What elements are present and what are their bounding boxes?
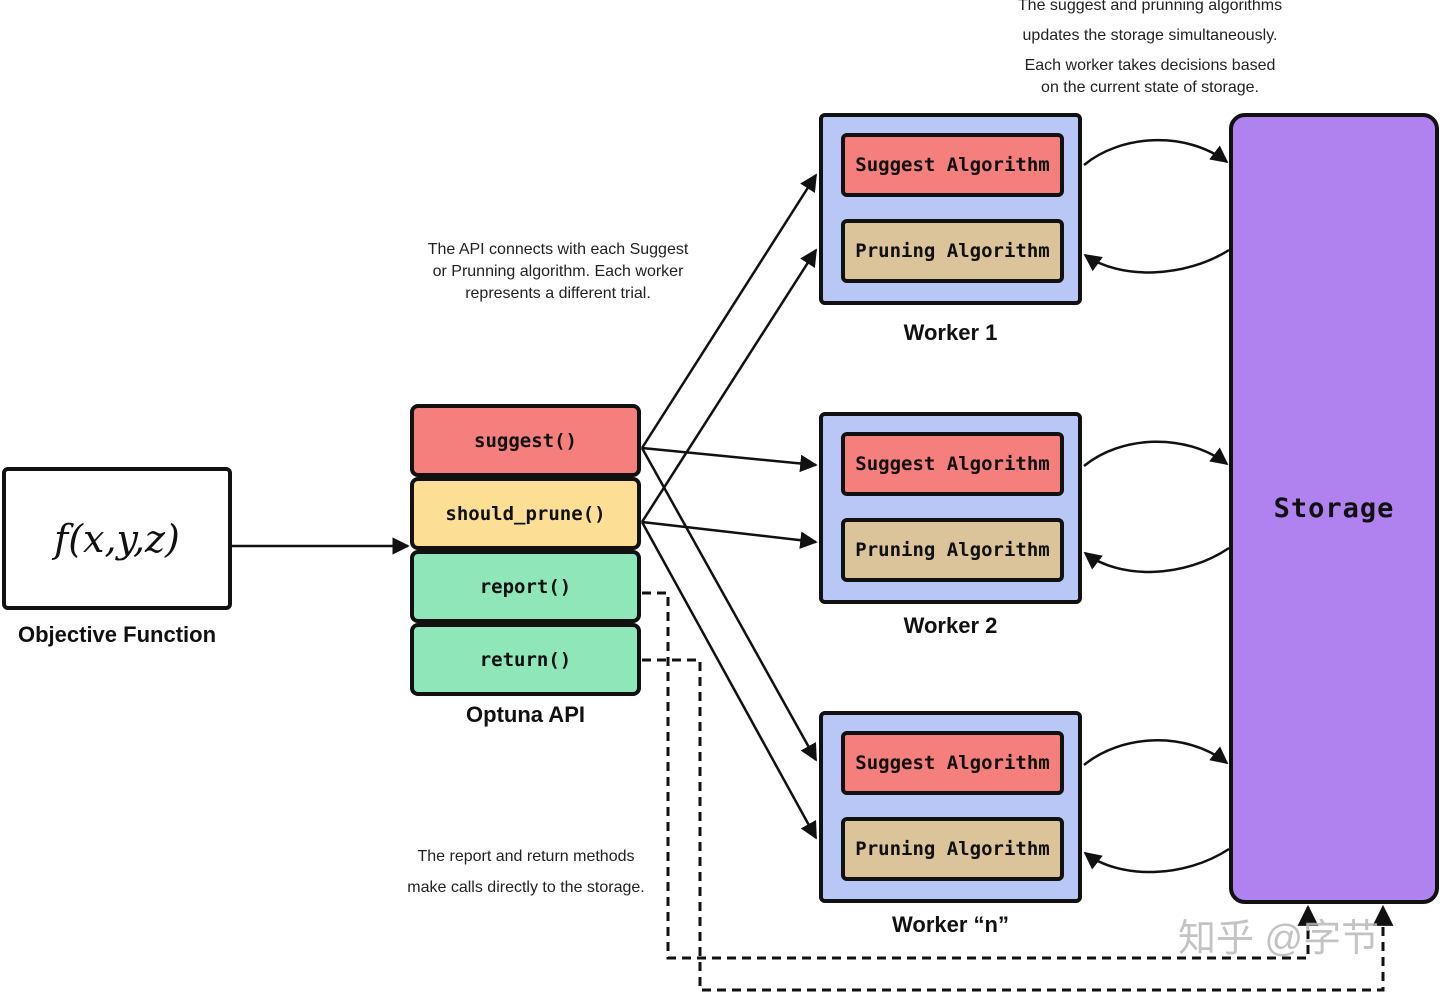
suggest-algorithm-box: Suggest Algorithm: [841, 432, 1064, 496]
watermark-text: 知乎 @字节: [1178, 918, 1380, 960]
worker-1-label: Worker 1: [903, 320, 998, 345]
return-to-storage-dashed: [642, 658, 1394, 992]
storage-to-worker1-arrow: [1083, 248, 1230, 274]
suggest-to-workern-arrow: [640, 447, 818, 762]
storage-box: Storage: [1229, 113, 1439, 904]
api-method-return: return(): [410, 623, 641, 696]
optuna-api-label: Optuna API: [466, 702, 585, 727]
worker-2-label: Worker 2: [903, 613, 998, 638]
storage-label: Storage: [1273, 493, 1395, 524]
api-connect-note-line: or Prunning algorithm. Each worker: [432, 263, 684, 280]
api-method-should-prune: should_prune(): [410, 477, 641, 550]
api-connect-note: The API connects with each Suggest or Pr…: [398, 239, 718, 305]
worker-2-box: Suggest Algorithm Pruning Algorithm: [819, 412, 1082, 604]
storage-note-line: on the current state of storage.: [1041, 79, 1259, 96]
objective-formula: f(x,y,z): [54, 516, 180, 561]
worker-1-box: Suggest Algorithm Pruning Algorithm: [819, 113, 1082, 305]
report-return-note-line: make calls directly to the storage.: [407, 879, 645, 896]
api-method-report: report(): [410, 550, 641, 623]
api-connect-note-line: represents a different trial.: [465, 285, 651, 302]
report-return-note-line: The report and return methods: [417, 848, 635, 865]
pruning-algorithm-box: Pruning Algorithm: [841, 518, 1064, 582]
report-return-note: The report and return methods make calls…: [380, 846, 672, 899]
suggest-algorithm-box: Suggest Algorithm: [841, 731, 1064, 795]
storage-note-line: Each worker takes decisions based: [1024, 57, 1276, 74]
report-to-storage-dashed: [642, 591, 1319, 960]
worker-n-label: Worker “n”: [892, 912, 1009, 937]
worker1-to-storage-arrow: [1083, 138, 1229, 166]
api-method-suggest: suggest(): [410, 404, 641, 477]
workern-to-storage-arrow: [1083, 739, 1229, 766]
storage-note-line: updates the storage simultaneously.: [1022, 27, 1278, 44]
suggest-to-worker2-arrow: [641, 446, 818, 473]
pruning-algorithm-box: Pruning Algorithm: [841, 817, 1064, 881]
worker2-to-storage-arrow: [1083, 440, 1229, 467]
api-connect-note-line: The API connects with each Suggest: [427, 241, 689, 258]
storage-to-worker2-arrow: [1083, 546, 1230, 574]
objective-function-label: Objective Function: [17, 622, 217, 647]
suggest-algorithm-box: Suggest Algorithm: [841, 133, 1064, 197]
prune-to-workern-arrow: [640, 521, 818, 840]
suggest-to-worker1-arrow: [640, 173, 818, 449]
prune-to-worker1-arrow: [640, 248, 818, 523]
pruning-algorithm-box: Pruning Algorithm: [841, 219, 1064, 283]
objective-function-box: f(x,y,z): [2, 467, 232, 610]
worker-n-box: Suggest Algorithm Pruning Algorithm: [819, 711, 1082, 903]
storage-note-line: The suggest and prunning algorithms: [1017, 0, 1283, 14]
storage-to-workern-arrow: [1083, 847, 1230, 874]
storage-note: The suggest and prunning algorithms upda…: [990, 0, 1310, 99]
prune-to-worker2-arrow: [641, 520, 818, 549]
